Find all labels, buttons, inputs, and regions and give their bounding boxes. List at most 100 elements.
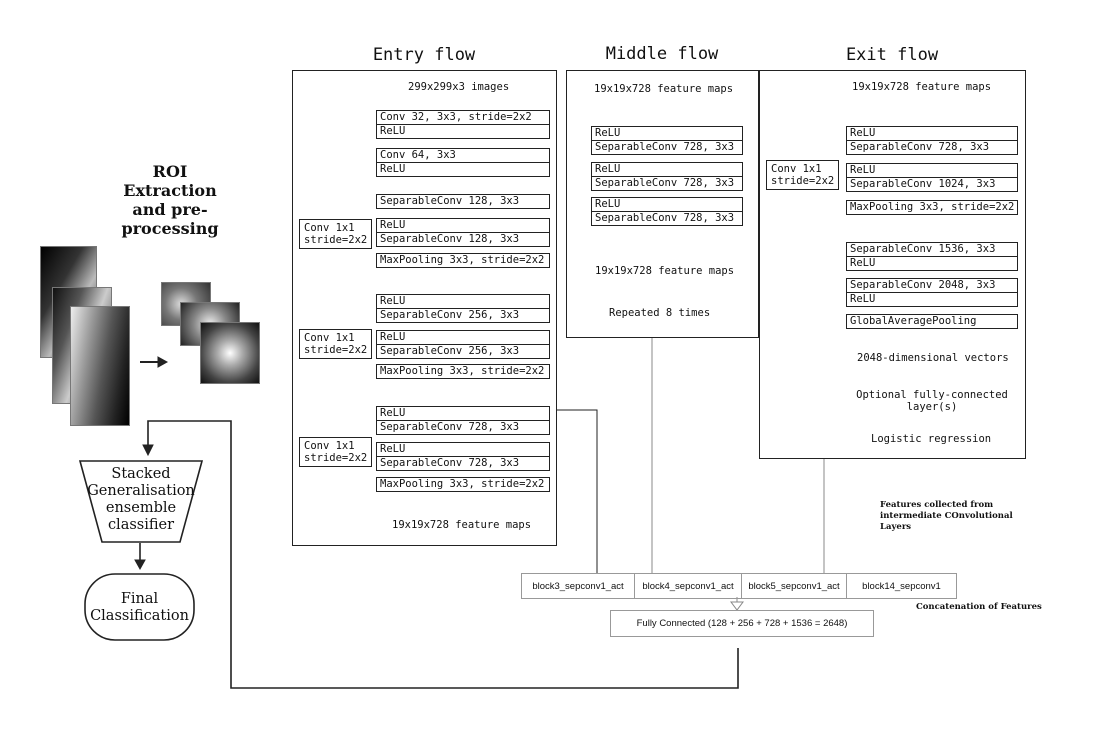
entry-maxpool-block: MaxPooling 3x3, stride=2x2 (376, 477, 550, 492)
layer-label: MaxPooling 3x3, stride=2x2 (380, 254, 545, 266)
layer-label: ReLU (850, 164, 876, 176)
layer-label: SeparableConv 1536, 3x3 (850, 243, 996, 255)
layer-label: ReLU (847, 256, 1017, 270)
layer-label: ReLU (595, 127, 621, 139)
features-note-line1: Features collected from (880, 500, 994, 510)
layer-label: SeparableConv 256, 3x3 (377, 344, 549, 358)
layer-label: Conv 32, 3x3, stride=2x2 (380, 111, 532, 123)
concat-feature-row: block3_sepconv1_act block4_sepconv1_act … (521, 573, 957, 599)
roi-title-line2: Extraction (123, 181, 217, 200)
skip-stride-label: stride=2x2 (304, 344, 368, 356)
layer-label: SeparableConv 1024, 3x3 (847, 177, 1017, 191)
skip-conv-label: Conv 1x1 (771, 163, 822, 175)
roi-patch-image (200, 322, 260, 384)
exit-logistic-label: Logistic regression (871, 433, 992, 445)
exit-input-label: 19x19x728 feature maps (852, 81, 992, 93)
classifier-line4: classifier (107, 517, 175, 533)
classifier-label: Stacked Generalisation ensemble classifi… (82, 466, 200, 534)
layer-label: SeparableConv 256, 3x3 (377, 308, 549, 322)
layer-label: SeparableConv 728, 3x3 (592, 211, 742, 225)
layer-label: ReLU (377, 162, 549, 176)
features-note: Features collected from intermediate COn… (880, 500, 1013, 533)
entry-input-label: 299x299x3 images (408, 81, 510, 93)
concat-note: Concatenation of Features (916, 602, 1042, 612)
layer-label: MaxPooling 3x3, stride=2x2 (380, 365, 545, 377)
fully-connected-box: Fully Connected (128 + 256 + 728 + 1536 … (610, 610, 874, 637)
layer-label: SeparableConv 728, 3x3 (592, 176, 742, 190)
mammogram-image (70, 306, 130, 426)
layer-label: ReLU (380, 407, 406, 419)
roi-title-line1: ROI (152, 162, 188, 181)
layer-label: ReLU (377, 124, 549, 138)
concat-cell: block3_sepconv1_act (522, 574, 635, 598)
skip-conv-label: Conv 1x1 (304, 440, 355, 452)
final-line1: Final (120, 591, 159, 607)
layer-label: SeparableConv 128, 3x3 (380, 195, 520, 207)
middle-flow-title: Middle flow (605, 44, 719, 64)
layer-label: SeparableConv 128, 3x3 (377, 232, 549, 246)
concat-cell: block4_sepconv1_act (635, 574, 742, 598)
middle-output-label: 19x19x728 feature maps (595, 265, 735, 277)
layer-label: SeparableConv 728, 3x3 (592, 140, 742, 154)
layer-label: ReLU (380, 331, 406, 343)
layer-label: SeparableConv 728, 3x3 (847, 140, 1017, 154)
layer-label: Conv 64, 3x3 (380, 149, 456, 161)
classifier-line1: Stacked (111, 466, 171, 482)
skip-stride-label: stride=2x2 (304, 234, 368, 246)
layer-label: ReLU (850, 127, 876, 139)
layer-label: ReLU (380, 443, 406, 455)
exit-vector-label: 2048-dimensional vectors (857, 352, 1009, 364)
entry-sepconv128-block: SeparableConv 128, 3x3 (376, 194, 550, 209)
skip-conv-label: Conv 1x1 (304, 332, 355, 344)
roi-title: ROI Extraction and pre-processing (85, 162, 255, 238)
classifier-line2: Generalisation (87, 483, 195, 499)
layer-label: MaxPooling 3x3, stride=2x2 (380, 478, 545, 490)
middle-repeat-label: Repeated 8 times (609, 307, 711, 319)
layer-label: ReLU (595, 198, 621, 210)
fc-line2: layer(s) (906, 401, 958, 413)
layer-label: SeparableConv 2048, 3x3 (850, 279, 996, 291)
final-line2: Classification (90, 608, 189, 624)
final-classification-label: Final Classification (85, 591, 194, 625)
fc-line1: Optional fully-connected (856, 389, 1008, 401)
concat-cell: block14_sepconv1 (862, 580, 941, 592)
layer-label: SeparableConv 728, 3x3 (377, 420, 549, 434)
entry-maxpool-block: MaxPooling 3x3, stride=2x2 (376, 253, 550, 268)
layer-label: MaxPooling 3x3, stride=2x2 (850, 201, 1015, 213)
entry-output-label: 19x19x728 feature maps (392, 519, 532, 531)
layer-label: ReLU (595, 163, 621, 175)
features-note-line2: intermediate COnvolutional (880, 511, 1013, 521)
skip-stride-label: stride=2x2 (771, 175, 835, 187)
entry-maxpool-block: MaxPooling 3x3, stride=2x2 (376, 364, 550, 379)
exit-gap-block: GlobalAveragePooling (846, 314, 1018, 329)
concat-cell: block5_sepconv1_act (742, 574, 847, 598)
classifier-line3: ensemble (105, 500, 177, 516)
layer-label: GlobalAveragePooling (850, 315, 977, 327)
entry-flow-title: Entry flow (372, 45, 476, 65)
layer-label: ReLU (380, 295, 406, 307)
exit-maxpool-block: MaxPooling 3x3, stride=2x2 (846, 200, 1018, 215)
layer-label: ReLU (847, 292, 1017, 306)
exit-flow-title: Exit flow (845, 45, 939, 65)
skip-stride-label: stride=2x2 (304, 452, 368, 464)
layer-label: ReLU (380, 219, 406, 231)
layer-label: SeparableConv 728, 3x3 (377, 456, 549, 470)
features-note-line3: Layers (880, 522, 912, 532)
middle-input-label: 19x19x728 feature maps (594, 83, 734, 95)
